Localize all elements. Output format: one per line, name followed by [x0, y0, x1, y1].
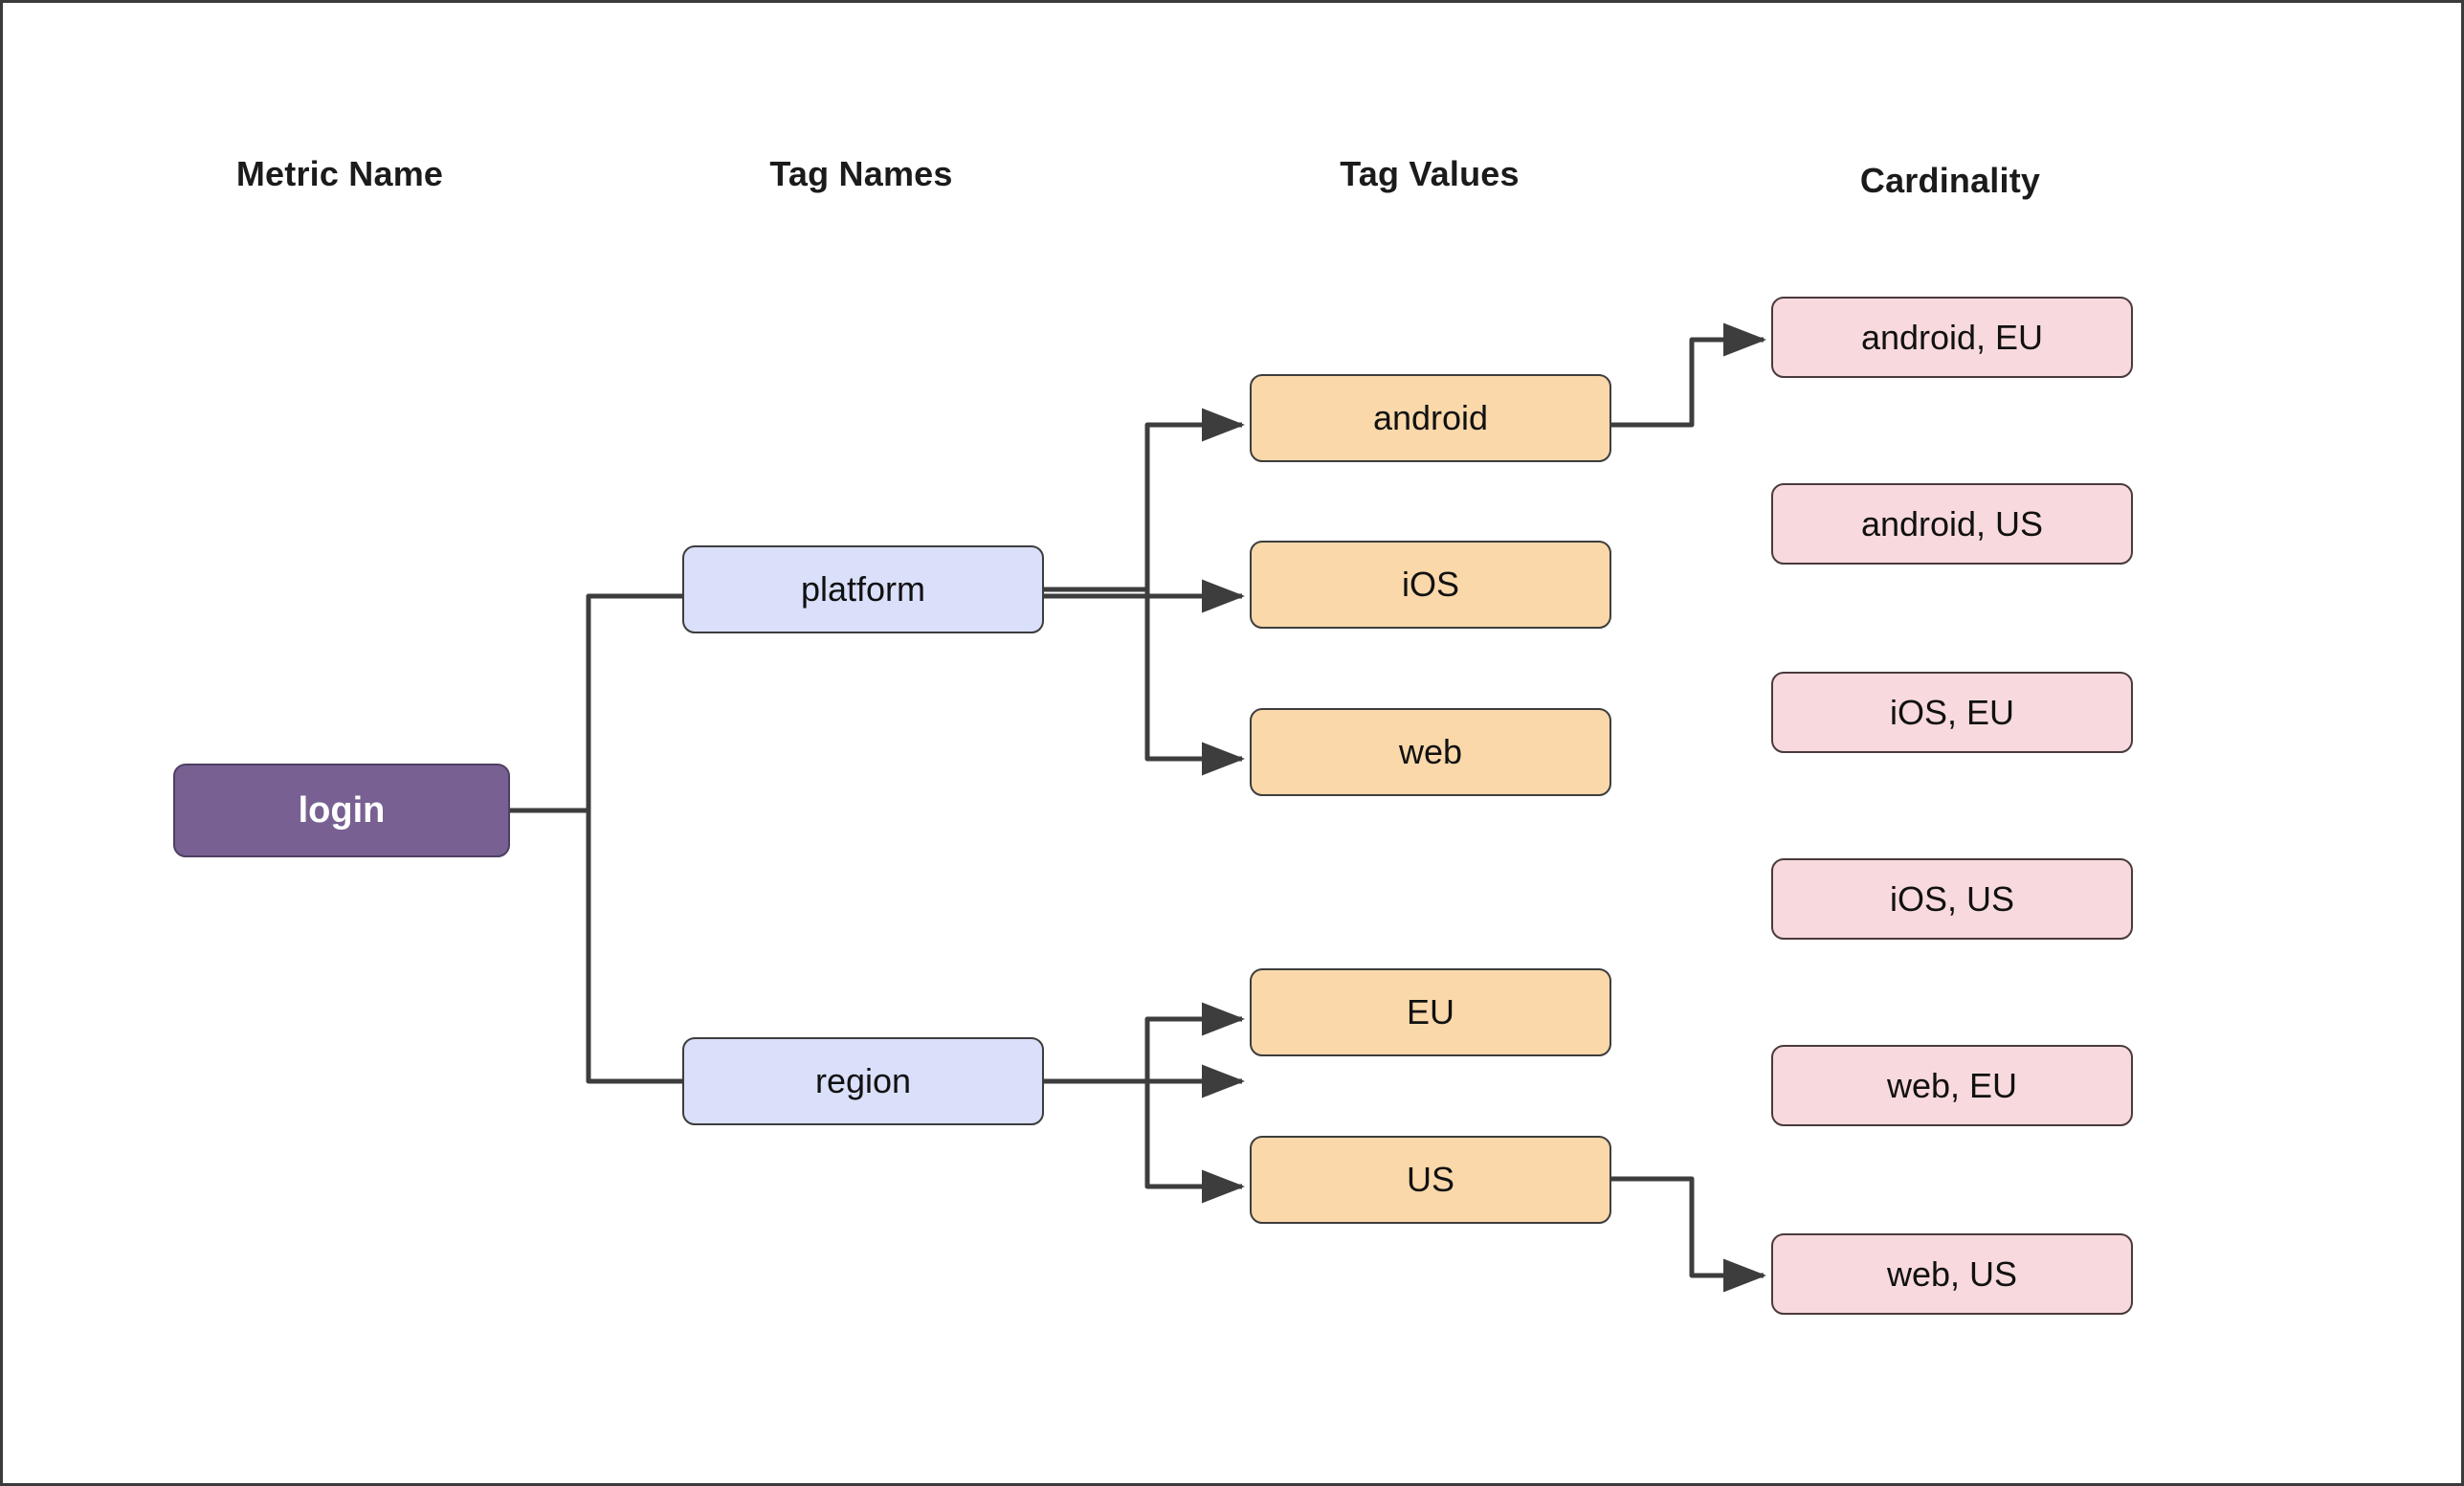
column-header-tag-values: Tag Values — [1340, 154, 1520, 193]
node-tagname-platform[interactable]: platform — [682, 545, 1044, 633]
node-cardinality-web-us[interactable]: web, US — [1771, 1233, 2133, 1315]
node-tagname-region[interactable]: region — [682, 1037, 1044, 1125]
column-header-metric-name: Metric Name — [235, 154, 444, 193]
edge-region-to-eu — [1044, 1002, 1246, 1084]
node-tagvalue-eu[interactable]: EU — [1250, 968, 1611, 1056]
edge-platform-to-web — [1144, 589, 1246, 776]
edge-android-to-android-eu — [1611, 322, 1767, 428]
node-cardinality-android-us[interactable]: android, US — [1771, 483, 2133, 565]
node-cardinality-web-eu[interactable]: web, EU — [1771, 1045, 2133, 1126]
node-cardinality-android-eu[interactable]: android, EU — [1771, 297, 2133, 378]
node-metric-login[interactable]: login — [173, 764, 510, 857]
node-tagvalue-android[interactable]: android — [1250, 374, 1611, 462]
edge-us-to-web-us — [1611, 1176, 1767, 1293]
edge-platform-to-android — [1044, 408, 1246, 592]
node-tagvalue-web[interactable]: web — [1250, 708, 1611, 796]
column-header-cardinality: Cardinality — [1859, 161, 2041, 200]
column-header-tag-names: Tag Names — [769, 154, 953, 193]
node-tagvalue-ios[interactable]: iOS — [1250, 541, 1611, 629]
node-tagvalue-us[interactable]: US — [1250, 1136, 1611, 1224]
node-cardinality-ios-eu[interactable]: iOS, EU — [1771, 672, 2133, 753]
edge-region-to-us — [1144, 1081, 1246, 1204]
node-cardinality-ios-us[interactable]: iOS, US — [1771, 858, 2133, 940]
